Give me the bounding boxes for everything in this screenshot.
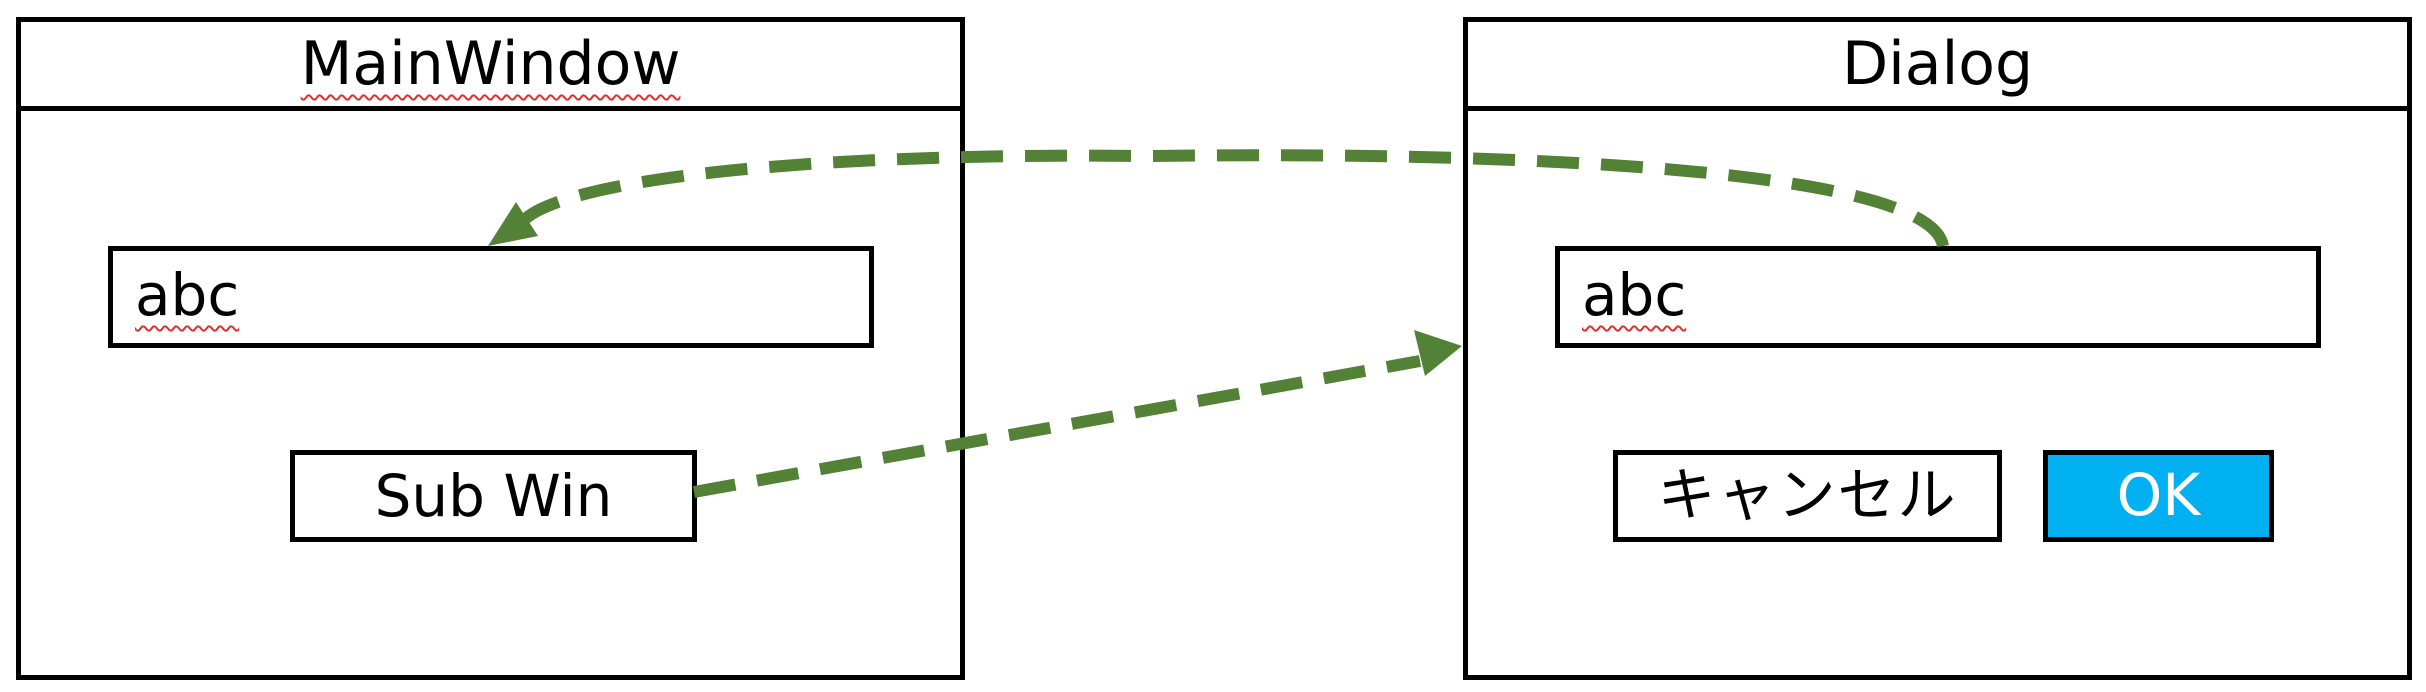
main-window: MainWindow abc Sub Win — [16, 17, 965, 680]
open-dialog-arrowhead — [1414, 330, 1462, 376]
sub-win-button[interactable]: Sub Win — [290, 450, 697, 542]
cancel-button-label: キャンセル — [1657, 461, 1958, 529]
sub-win-button-label: Sub Win — [374, 462, 613, 530]
main-window-title: MainWindow — [300, 29, 681, 99]
main-window-title-bar: MainWindow — [21, 22, 960, 111]
dialog-text-field[interactable]: abc — [1555, 246, 2321, 348]
ok-button[interactable]: OK — [2043, 450, 2274, 542]
dialog-window: Dialog abc キャンセル OK — [1463, 17, 2412, 680]
main-window-text-field[interactable]: abc — [108, 246, 874, 348]
dialog-title: Dialog — [1841, 29, 2034, 99]
main-window-text-value: abc — [135, 261, 240, 329]
cancel-button[interactable]: キャンセル — [1613, 450, 2002, 542]
ok-button-label: OK — [2116, 461, 2201, 529]
dialog-title-bar: Dialog — [1468, 22, 2407, 111]
dialog-text-value: abc — [1582, 261, 1687, 329]
